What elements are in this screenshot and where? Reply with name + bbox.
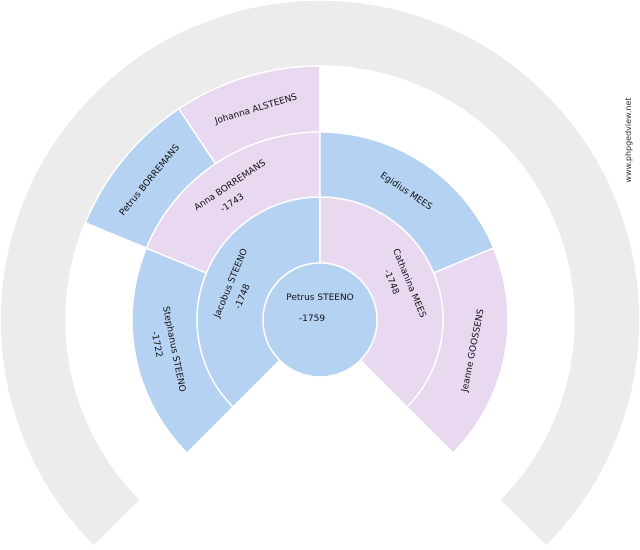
ancestor-segments — [84, 65, 509, 454]
segment-father-mother-mother — [177, 65, 321, 165]
root-person-name: Petrus STEENO — [286, 293, 354, 303]
segment-root — [262, 262, 378, 378]
root-person-date: -1759 — [299, 314, 325, 324]
watermark-text: www.phpgedview.net — [624, 97, 633, 182]
segment-mother-mother — [405, 247, 509, 454]
person-date: -1722 — [149, 331, 164, 359]
